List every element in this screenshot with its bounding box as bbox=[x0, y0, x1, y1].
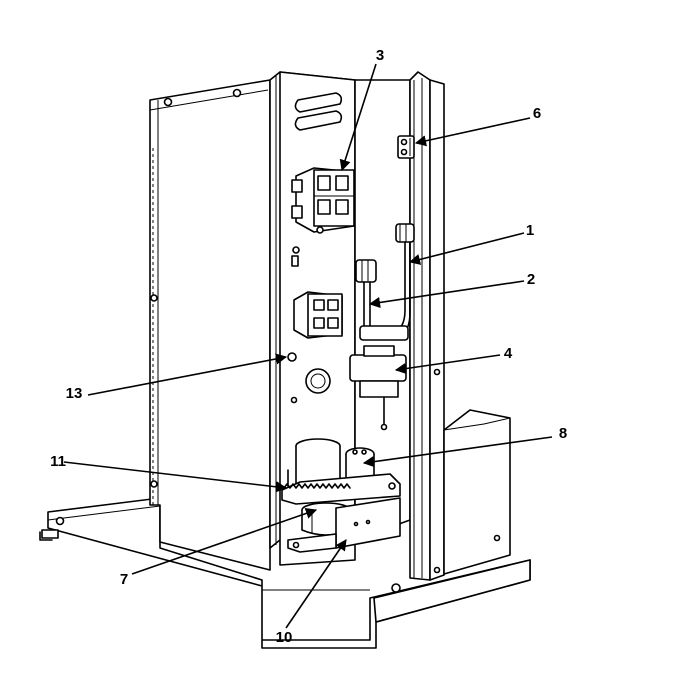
callout-3: 3 bbox=[376, 47, 384, 64]
gear-motor-mount bbox=[281, 473, 401, 505]
terminal-block-part bbox=[397, 135, 415, 159]
leader-10 bbox=[285, 539, 347, 629]
leader-3 bbox=[339, 63, 377, 172]
bracket-part bbox=[287, 497, 401, 553]
contactor-part bbox=[291, 167, 355, 234]
left-side-panel bbox=[149, 79, 271, 571]
callout-11: 11 bbox=[50, 453, 66, 470]
leader-4 bbox=[394, 354, 501, 375]
callout-6: 6 bbox=[533, 105, 541, 122]
callout-2: 2 bbox=[527, 271, 535, 288]
side-cabinet bbox=[443, 409, 511, 575]
leader-1 bbox=[408, 232, 525, 265]
leader-8 bbox=[362, 436, 553, 468]
callout-13: 13 bbox=[66, 385, 83, 402]
leader-7 bbox=[131, 508, 318, 575]
leader-11 bbox=[63, 461, 288, 493]
leader-13 bbox=[87, 353, 288, 396]
callout-labels: 3 6 1 2 4 8 13 11 7 10 bbox=[50, 47, 567, 646]
callout-8: 8 bbox=[559, 425, 567, 442]
pressure-switch-assembly bbox=[355, 223, 415, 341]
leader-6 bbox=[414, 117, 531, 147]
leader-lines bbox=[63, 63, 553, 629]
callout-7: 7 bbox=[120, 571, 128, 588]
callout-4: 4 bbox=[504, 345, 513, 362]
callout-1: 1 bbox=[526, 222, 534, 239]
relay-part bbox=[293, 291, 343, 339]
leader-2 bbox=[368, 280, 525, 309]
callout-10: 10 bbox=[276, 629, 293, 646]
base-plate bbox=[39, 497, 531, 649]
right-frame-panel bbox=[354, 71, 445, 581]
